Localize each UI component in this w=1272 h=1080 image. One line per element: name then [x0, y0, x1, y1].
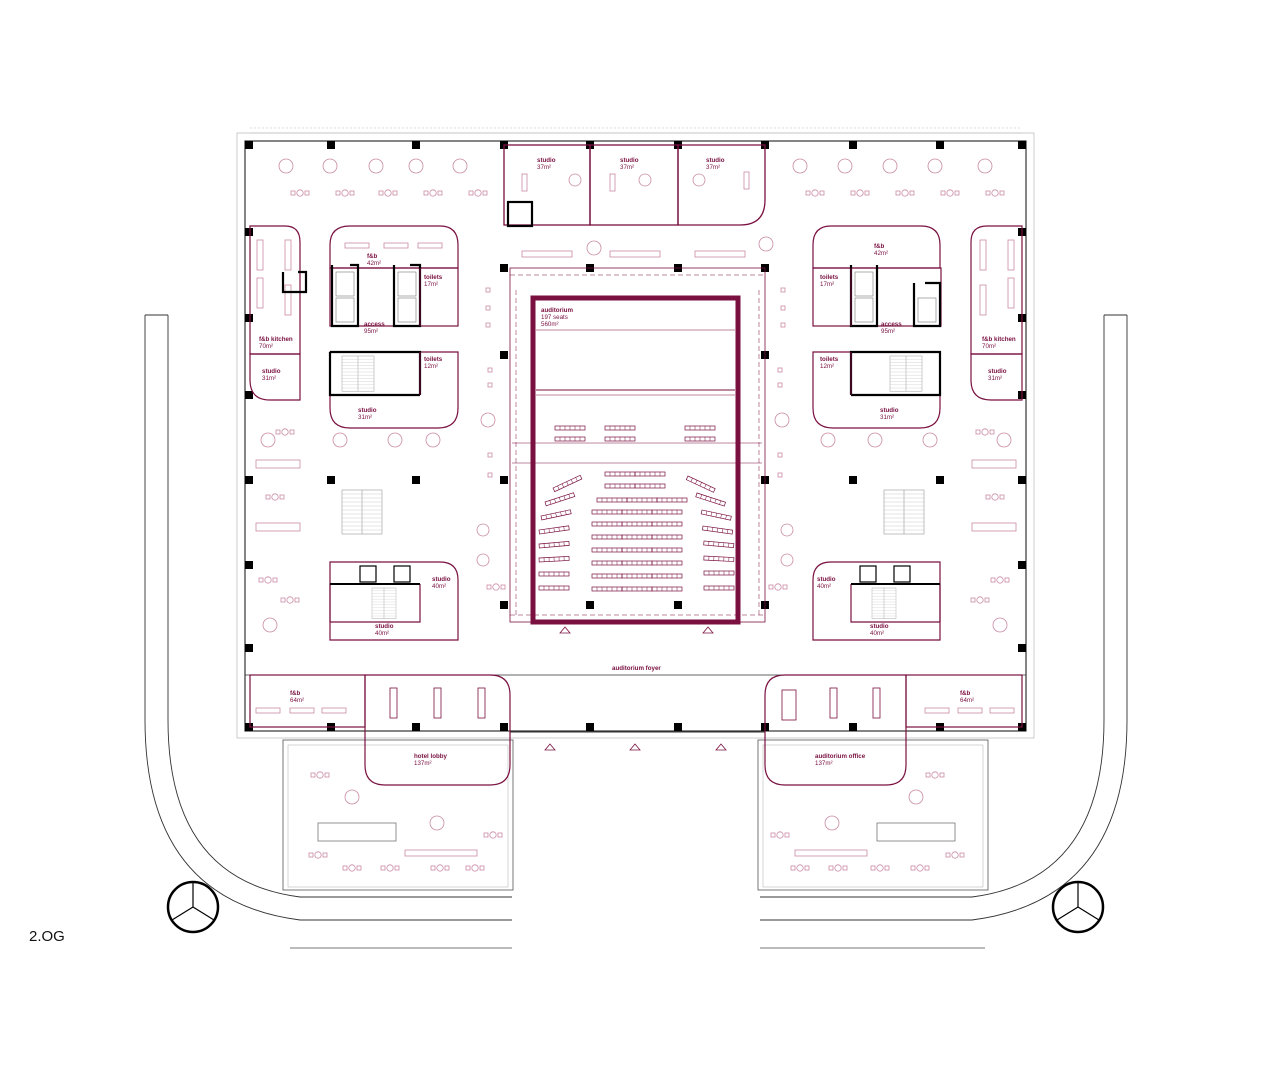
- studio-core-left-name: studio: [358, 407, 377, 414]
- studio-side-right: studio 31m²: [970, 353, 1023, 401]
- auditorium-foyer-label: auditorium foyer: [612, 665, 661, 672]
- fb-kitchen-left: f&b kitchen 70m²: [249, 225, 308, 355]
- studio-lower-left-name: studio: [375, 623, 394, 630]
- studio-top-3-area: 37m²: [706, 164, 720, 171]
- studio-top-1-name: studio: [537, 157, 556, 164]
- auditorium-office: auditorium office 137m²: [764, 674, 907, 786]
- fb-bottom-right-name: f&b: [960, 690, 971, 697]
- studio-top-2-area: 37m²: [620, 164, 634, 171]
- studio-core-right-name: studio: [880, 407, 899, 414]
- ramp-right: [760, 314, 1128, 949]
- studio-lower-right-small-area: 40m²: [817, 583, 831, 590]
- access-left-name: access: [364, 321, 385, 328]
- studio-core-left: toilets 12m² studio 31m²: [328, 350, 459, 429]
- toilets-left-upper-area: 17m²: [424, 281, 438, 288]
- fb-left-area: 42m²: [367, 260, 381, 267]
- furniture: [255, 158, 1017, 872]
- fb-right-name: f&b: [874, 243, 885, 250]
- access-core-left: toilets 17m² access 95m²: [329, 263, 459, 335]
- access-left-area: 95m²: [364, 328, 378, 335]
- auditorium-office-name: auditorium office: [815, 753, 866, 760]
- studio-core-left-area: 31m²: [358, 414, 372, 421]
- hotel-lobby-name: hotel lobby: [414, 753, 448, 760]
- studio-lower-right-name: studio: [870, 623, 889, 630]
- studio-lower-left: studio 40m² studio 40m²: [329, 561, 459, 641]
- fb-left: f&b 42m²: [329, 225, 459, 269]
- studio-core-right: toilets 12m² studio 31m²: [812, 350, 942, 429]
- hotel-lobby-area: 137m²: [414, 760, 432, 767]
- fb-kitchen-right-area: 70m²: [982, 343, 996, 350]
- studio-lower-left-small-area: 40m²: [432, 583, 446, 590]
- studio-lower-right: studio 40m² studio 40m²: [812, 561, 941, 641]
- toilets-left-lower-area: 12m²: [424, 363, 438, 370]
- studio-lower-left-small-name: studio: [432, 576, 451, 583]
- auditorium-office-area: 137m²: [815, 760, 833, 767]
- toilets-right-lower-area: 12m²: [820, 363, 834, 370]
- fb-right-area: 42m²: [874, 250, 888, 257]
- fb-bottom-left-name: f&b: [290, 690, 301, 697]
- access-right-name: access: [881, 321, 902, 328]
- toilets-right-lower-name: toilets: [820, 356, 839, 363]
- fb-right: f&b 42m²: [812, 225, 941, 269]
- studio-side-right-area: 31m²: [988, 375, 1002, 382]
- fb-bottom-left-area: 64m²: [290, 697, 304, 704]
- fb-kitchen-right: f&b kitchen 70m²: [970, 225, 1023, 355]
- studio-side-left: studio 31m²: [249, 353, 301, 401]
- studio-lower-right-area: 40m²: [870, 630, 884, 637]
- access-core-right: toilets 17m² access 95m²: [812, 265, 942, 335]
- auditorium: auditorium 197 seats 560m²: [509, 267, 766, 634]
- studio-top-3-name: studio: [706, 157, 725, 164]
- toilets-right-upper-name: toilets: [820, 274, 839, 281]
- toilets-right-upper-area: 17m²: [820, 281, 834, 288]
- studio-core-right-area: 31m²: [880, 414, 894, 421]
- auditorium-name: auditorium: [541, 307, 573, 314]
- studio-side-right-name: studio: [988, 368, 1007, 375]
- fb-kitchen-right-name: f&b kitchen: [982, 336, 1016, 343]
- studio-top-2-name: studio: [620, 157, 639, 164]
- hotel-lobby: hotel lobby 137m²: [364, 674, 511, 786]
- auditorium-area: 560m²: [541, 321, 559, 328]
- studio-lower-left-area: 40m²: [375, 630, 389, 637]
- fb-kitchen-left-name: f&b kitchen: [259, 336, 293, 343]
- fb-left-name: f&b: [367, 253, 378, 260]
- access-right-area: 95m²: [881, 328, 895, 335]
- toilets-left-upper-name: toilets: [424, 274, 443, 281]
- studio-top-3: studio 37m²: [677, 144, 766, 226]
- studio-lower-right-small-name: studio: [817, 576, 836, 583]
- studio-top-1-area: 37m²: [537, 164, 551, 171]
- fb-kitchen-left-area: 70m²: [259, 343, 273, 350]
- ramp-left: [144, 314, 512, 949]
- building-envelope: [236, 127, 1035, 739]
- auditorium-seats: 197 seats: [541, 314, 568, 321]
- floor-level-label: 2.OG: [29, 928, 65, 945]
- fb-bottom-right-area: 64m²: [960, 697, 974, 704]
- toilets-left-lower-name: toilets: [424, 356, 443, 363]
- studio-side-left-area: 31m²: [262, 375, 276, 382]
- studio-side-left-name: studio: [262, 368, 281, 375]
- terrace-left: [282, 739, 514, 891]
- terrace-right: [757, 739, 989, 891]
